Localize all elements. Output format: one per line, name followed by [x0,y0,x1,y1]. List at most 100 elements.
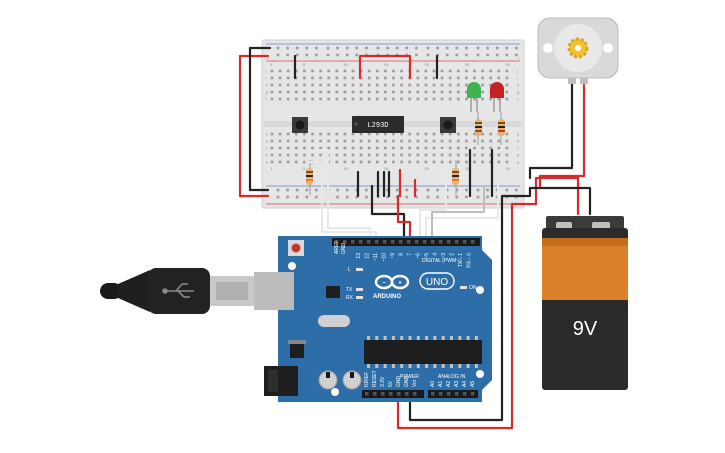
column-number: 10 [343,62,348,67]
wire-white-button-left-2[interactable] [305,161,377,239]
wire-red-rail-left[interactable] [238,54,270,198]
power-pin-label: 3.3V [380,376,386,387]
wire-black-rail-left[interactable] [248,46,272,192]
wire-white-button-right[interactable] [419,149,447,239]
analog-pin-label: A0 [430,381,436,387]
motor-mount-hole [603,43,613,53]
column-number: 25 [465,166,470,171]
digital-pin-label: 8 [399,253,405,256]
battery-voltage-label: 9V [573,318,598,340]
button-cap [443,120,453,130]
power-pin-label: IOREF [364,372,370,387]
digital-pin-label: ~3 [441,253,447,259]
row-letter: g [517,90,519,95]
analog-pin-label: A4 [462,381,468,387]
battery-9v[interactable]: 9V [542,216,628,390]
l-led [356,268,363,271]
tx-led-label: TX [346,287,353,293]
svg-text:−: − [382,281,386,287]
row-letter: h [266,83,268,88]
wire-grey-led[interactable] [431,185,485,239]
row-letter: b [266,153,269,158]
usb-interface-chip [326,286,340,298]
wire-black-motor[interactable] [528,80,574,180]
button-cap [295,120,305,130]
rx-led-label: RX [346,295,354,301]
arduino-mount-hole [331,388,339,396]
column-number: 5 [303,62,306,67]
push-button-left[interactable] [292,117,308,133]
arduino-usb-port [254,272,294,310]
l293d-chip[interactable]: L293D [352,116,404,133]
digital-pin-label: 13 [356,253,362,259]
power-pin-label: RESET [372,370,378,387]
digital-header [332,238,480,246]
digital-pin-label: 7 [407,253,413,256]
chip-label: L293D [367,122,388,130]
analog-pin-label: A3 [454,381,460,387]
row-letter: b [517,153,520,158]
row-letter: a [266,160,269,165]
dc-jack-inner [268,370,278,392]
digital-pin-label: TX→1 [458,253,464,267]
resistor-led-green[interactable] [475,112,482,145]
column-number: 15 [384,166,389,171]
resistor-button-left[interactable] [306,160,313,195]
wire-red-motor[interactable] [538,80,586,188]
chip-body [352,116,404,133]
row-letter: d [517,139,519,144]
wire-black-arduino-pin[interactable] [370,184,406,240]
wire-white-led[interactable] [425,179,499,239]
rail-plus-label-right: + [517,56,520,61]
analog-pin-label: A1 [438,381,444,387]
column-number: 1 [271,62,274,67]
wire-black-arduino-gnd[interactable] [408,194,522,422]
uno-badge [419,272,455,290]
column-number: 30 [505,166,510,171]
usb-cable-strain-relief [100,283,122,299]
arduino-mount-hole [288,262,296,270]
analog-header-label: ANALOG IN [438,374,466,380]
digital-pin-label: ~6 [416,253,422,259]
wire-black-battery[interactable] [518,186,592,216]
column-number: 30 [505,62,510,67]
wire-red-top-bridge[interactable] [358,54,412,80]
crystal-oscillator [318,315,350,327]
voltage-regulator [290,344,304,358]
resistor-led-red[interactable] [498,112,505,145]
push-button-right[interactable] [440,117,456,133]
gnd-label: GND [341,243,347,255]
resistor-button-right[interactable] [452,160,459,195]
digital-pin-label: ~11 [373,253,379,261]
wire-red-battery[interactable] [518,176,580,216]
led-green[interactable] [467,82,481,112]
chip-notch [354,122,358,126]
row-letter: i [266,76,267,81]
usb-cable[interactable] [100,268,254,314]
digital-pin-label: ~5 [424,253,430,259]
battery-label-band [542,238,628,300]
row-letter: f [266,97,268,102]
wire-red-arduino-pin[interactable] [396,194,412,240]
digital-pin-label: 2 [450,253,456,256]
rail-minus-label-right: - [517,45,519,50]
on-led-label: ON [469,285,477,291]
arduino-mount-hole [476,370,484,378]
motor-gear-icon [567,37,589,59]
column-number: 15 [384,62,389,67]
led-dome [467,82,481,98]
led-dome [490,82,504,98]
power-pin-label: Vin [412,380,418,387]
led-red[interactable] [490,82,504,112]
wire-red-arduino-5v[interactable] [396,202,522,430]
power-pin-label: GND [396,376,402,388]
usb-icon [162,283,194,298]
power-header-label: POWER [400,374,419,380]
dc-motor[interactable] [537,17,619,84]
tx-led [356,288,363,291]
power-pin-label: 5V [388,380,394,387]
row-letter: c [517,146,519,151]
usb-plug-metal-inner [216,282,248,300]
column-number: 1 [271,166,274,171]
